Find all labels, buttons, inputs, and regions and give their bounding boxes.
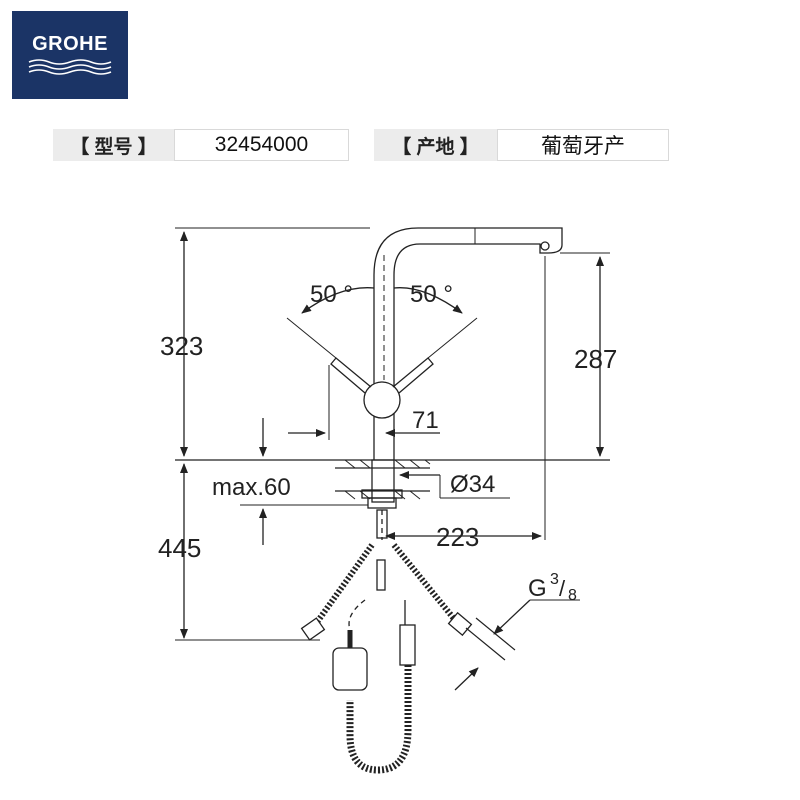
dim-spout-height: 287 <box>574 344 617 374</box>
grohe-logo: GROHE <box>12 11 128 99</box>
dim-hose-length: 445 <box>158 533 201 563</box>
model-value: 32454000 <box>174 129 349 161</box>
dim-max-thickness: max.60 <box>212 474 291 501</box>
origin-row: 【 产地 】 葡萄牙产 <box>374 129 669 161</box>
origin-value: 葡萄牙产 <box>497 129 669 161</box>
dim-angle-left: 50 ° <box>310 281 353 308</box>
dim-reach: 223 <box>436 522 479 552</box>
dim-diameter: Ø34 <box>450 471 495 498</box>
dim-offset: 71 <box>412 407 439 434</box>
model-label: 【 型号 】 <box>53 129 174 161</box>
supply-hoses <box>300 543 516 661</box>
countertop-mount <box>175 459 610 591</box>
dim-thread-num: 3 <box>550 571 559 588</box>
dim-angle-right: 50 ° <box>410 281 453 308</box>
wave-icon <box>28 59 112 75</box>
dim-thread-den: 8 <box>568 587 577 604</box>
faucet-body <box>330 227 563 460</box>
dim-thread-base: G <box>528 575 547 602</box>
dim-total-height: 323 <box>160 331 203 361</box>
logo-wordmark: GROHE <box>32 33 108 55</box>
origin-label: 【 产地 】 <box>374 129 497 161</box>
dimension-lines <box>175 227 610 691</box>
model-row: 【 型号 】 32454000 <box>53 129 349 161</box>
pullout-hose <box>332 599 416 774</box>
dim-thread-slash: / <box>559 576 566 601</box>
